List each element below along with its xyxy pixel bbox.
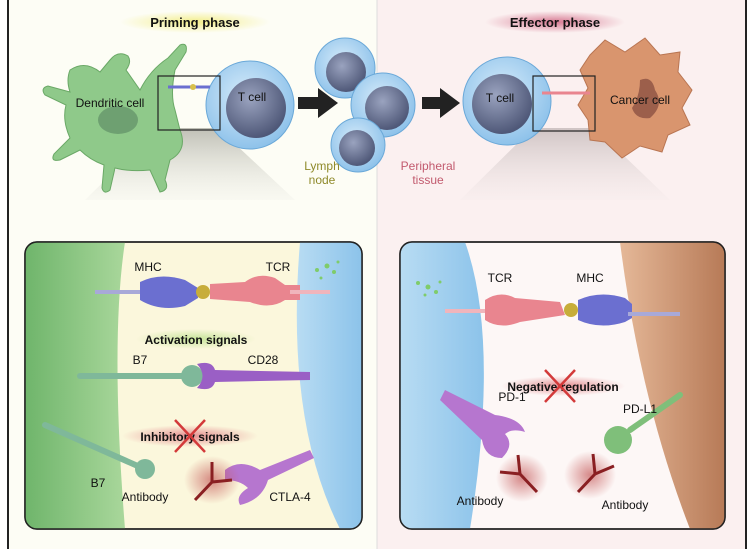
- negative-regulation-label: Negative regulation: [507, 380, 618, 394]
- antibody-icon-left: [499, 454, 539, 494]
- cd28-molecule: [197, 362, 310, 390]
- cytokine-dots: [315, 260, 340, 280]
- antigen-peptide-effector: [564, 303, 578, 317]
- antibody-right-label: Antibody: [602, 498, 649, 512]
- activation-glow: [136, 329, 256, 349]
- mhc-molecule: [140, 276, 198, 308]
- b7-head: [181, 365, 203, 387]
- mhc-molecule-effector: [578, 294, 632, 326]
- priming-t-cell-label: T cell: [238, 90, 266, 104]
- antigen-peptide: [196, 285, 210, 299]
- proliferating-t-cells: [314, 37, 416, 173]
- effector-zoom-cone: [460, 128, 670, 200]
- antibody-icon-right: [576, 453, 615, 494]
- lymph-node-label-1: Lymph: [304, 159, 340, 173]
- pdl1-stalk: [627, 392, 683, 433]
- tcr-molecule-effector: [485, 294, 565, 326]
- antibody-left-label: Antibody: [457, 494, 504, 508]
- ctla4-label: CTLA-4: [269, 490, 311, 504]
- priming-synapse-box: [157, 75, 221, 131]
- dendritic-membrane: [25, 242, 125, 529]
- b7-inhibit-head: [135, 459, 155, 479]
- dendritic-nucleus: [98, 106, 138, 134]
- cancer-cell: [577, 37, 693, 159]
- negative-glow: [501, 376, 625, 396]
- cd28-label: CD28: [248, 353, 279, 367]
- b7-inhibit-molecule: [42, 422, 143, 470]
- mhc-label-effector: MHC: [576, 271, 604, 285]
- mhc-label: MHC: [134, 260, 162, 274]
- effector-title: Effector phase: [510, 15, 600, 30]
- pd1-molecule: [440, 390, 525, 458]
- pd1-label: PD-1: [498, 390, 526, 404]
- dendritic-cell-label: Dendritic cell: [76, 96, 145, 110]
- priming-t-cell-nucleus: [226, 78, 286, 138]
- arrow-to-lymph-node: [298, 88, 338, 118]
- priming-zoom-cone: [85, 128, 295, 200]
- cytokine-dots-effector: [416, 280, 442, 297]
- tcr-label-effector: TCR: [488, 271, 513, 285]
- effector-t-cell-nucleus: [472, 74, 532, 134]
- effector-t-cell-label: T cell: [486, 91, 514, 105]
- tcr-molecule: [210, 275, 300, 306]
- activation-signals-label: Activation signals: [145, 333, 248, 347]
- tcell-membrane: [296, 242, 362, 529]
- ctla4-molecule: [225, 450, 314, 505]
- effector-synapse-box: [532, 75, 596, 132]
- dendritic-cell: [42, 43, 187, 193]
- antibody-label: Antibody: [122, 490, 169, 504]
- block-cross-icon: [174, 419, 206, 453]
- tcell-membrane-effector: [400, 242, 484, 529]
- tcr-label: TCR: [266, 260, 291, 274]
- peripheral-tissue-label-1: Peripheral: [401, 159, 456, 173]
- pdl1-label: PD-L1: [623, 402, 657, 416]
- pdl1-head: [604, 426, 632, 454]
- cancer-cell-nucleus: [632, 78, 659, 119]
- peripheral-tissue-label-2: tissue: [412, 173, 444, 187]
- priming-title: Priming phase: [150, 15, 240, 30]
- block-cross-icon-effector: [544, 369, 576, 403]
- arrow-to-periphery: [422, 88, 460, 118]
- b7-bottom-label: B7: [91, 476, 106, 490]
- priming-title-glow: [120, 11, 270, 33]
- mini-antigen: [190, 84, 196, 90]
- effector-title-glow: [485, 11, 625, 33]
- priming-inset: [24, 241, 363, 530]
- lymph-node-label-2: node: [309, 173, 336, 187]
- antibody-glow-right: [564, 451, 616, 499]
- cancer-cell-label: Cancer cell: [610, 93, 670, 107]
- b7-top-label: B7: [133, 353, 148, 367]
- antibody-icon: [193, 462, 233, 502]
